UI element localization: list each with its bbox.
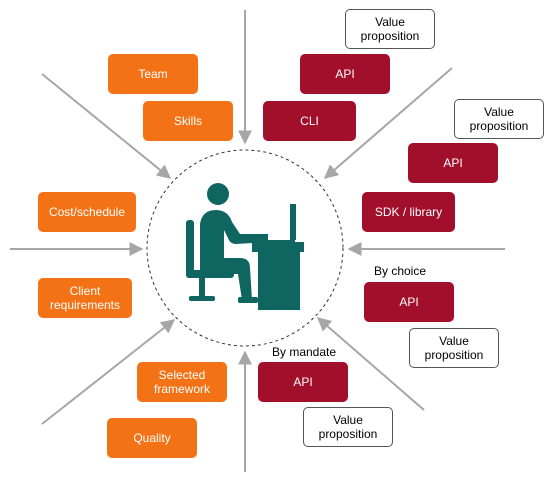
- arrow-bottom-right: [316, 317, 425, 411]
- api-box-4: API: [258, 362, 348, 402]
- factor-selected-framework: Selected framework: [137, 362, 227, 402]
- by-choice-label: By choice: [374, 264, 427, 278]
- value-proposition-3: Value proposition: [409, 328, 499, 368]
- developer-boundary-circle: [146, 149, 344, 347]
- arrow-top-left: [41, 73, 172, 179]
- factor-team: Team: [108, 54, 198, 94]
- api-box-1: API: [300, 54, 390, 94]
- sdk-library-box: SDK / library: [362, 192, 455, 232]
- factor-quality: Quality: [107, 418, 197, 458]
- by-mandate-label: By mandate: [272, 345, 337, 359]
- arrow-bottom-left: [41, 319, 176, 425]
- value-proposition-4: Value proposition: [303, 407, 393, 447]
- api-box-3: API: [364, 282, 454, 322]
- value-proposition-1: Value proposition: [345, 9, 435, 49]
- factor-cost-schedule: Cost/schedule: [38, 192, 136, 232]
- cli-box: CLI: [263, 101, 356, 141]
- value-proposition-2: Value proposition: [454, 99, 544, 139]
- factor-client-requirements: Client requirements: [38, 278, 132, 318]
- factor-skills: Skills: [143, 101, 233, 141]
- api-box-2: API: [408, 143, 498, 183]
- developer-at-desk-icon: [186, 183, 304, 310]
- arrow-top-right: [323, 67, 453, 179]
